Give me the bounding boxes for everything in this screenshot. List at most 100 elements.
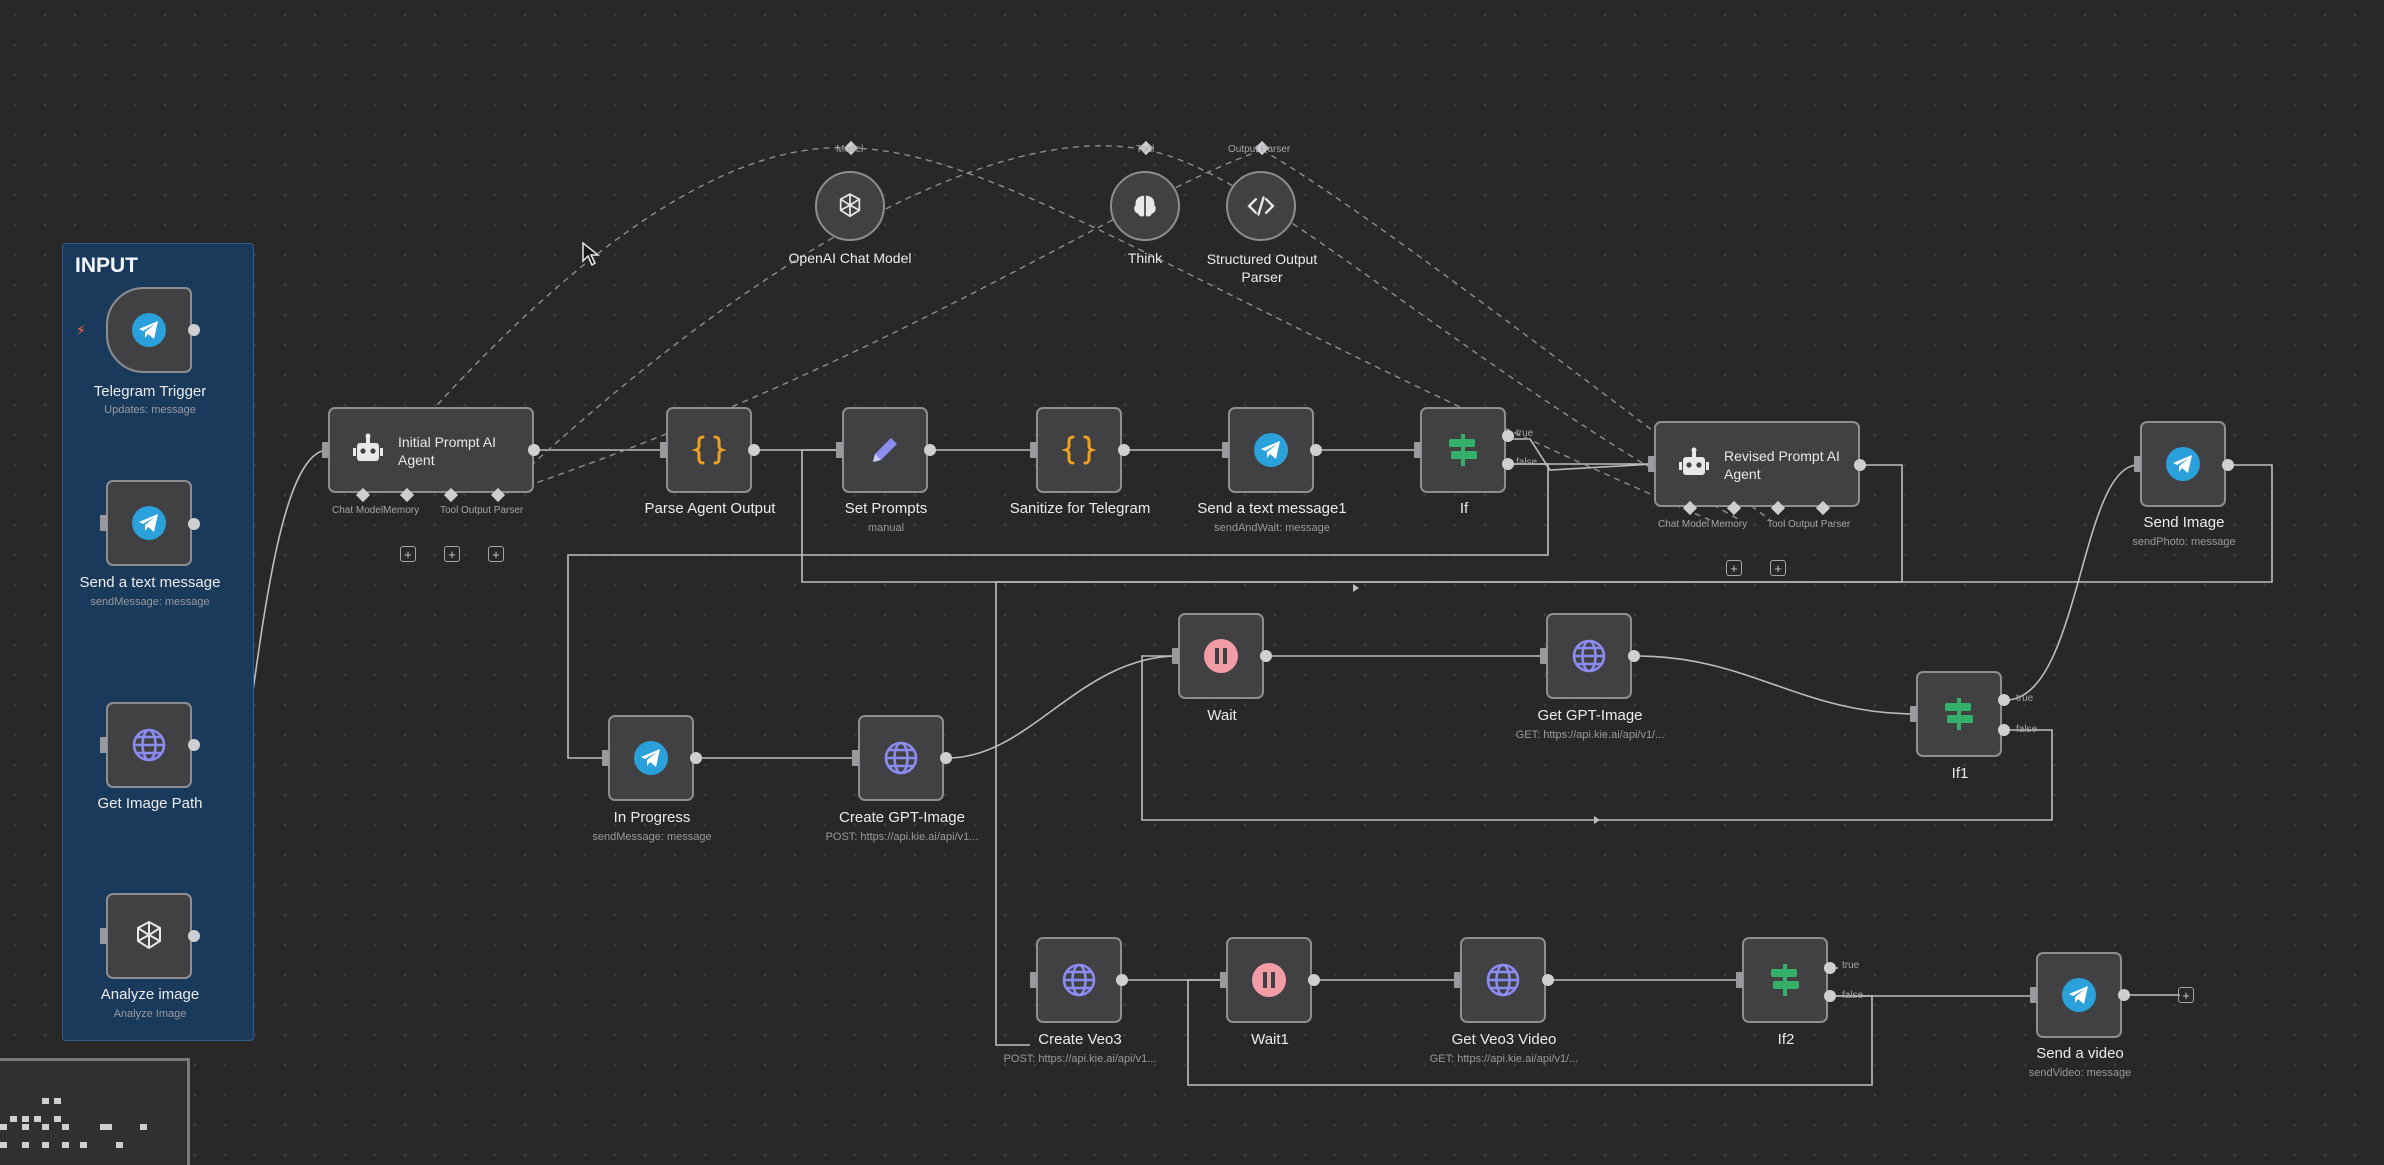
globe-icon — [1059, 960, 1099, 1000]
output-port[interactable] — [188, 739, 200, 751]
true-output-port[interactable] — [1998, 694, 2010, 706]
sanitize-for-telegram-node[interactable] — [1036, 407, 1122, 493]
get-veo3-video-node[interactable] — [1460, 937, 1546, 1023]
false-output-port[interactable] — [1824, 990, 1836, 1002]
false-output-port[interactable] — [1502, 458, 1514, 470]
add-memory-button[interactable]: + — [1770, 560, 1786, 576]
node-label: Sanitize for Telegram — [1009, 500, 1151, 517]
input-port[interactable] — [1220, 972, 1227, 988]
node-label: Structured Output Parser — [1206, 251, 1318, 285]
output-port[interactable] — [1854, 459, 1866, 471]
in-progress-node[interactable] — [608, 715, 694, 801]
input-port[interactable] — [1910, 706, 1917, 722]
output-port[interactable] — [1628, 650, 1640, 662]
output-port[interactable] — [924, 444, 936, 456]
send-image-node[interactable] — [2140, 421, 2226, 507]
input-port[interactable] — [602, 750, 609, 766]
input-port[interactable] — [1736, 972, 1743, 988]
think-node[interactable] — [1110, 171, 1180, 241]
minimap-block — [42, 1142, 49, 1148]
output-port[interactable] — [690, 752, 702, 764]
structured-output-parser-node[interactable] — [1226, 171, 1296, 241]
robot-icon — [348, 430, 388, 470]
minimap-block — [0, 1142, 7, 1148]
output-port[interactable] — [188, 324, 200, 336]
output-port[interactable] — [1308, 974, 1320, 986]
wait-node[interactable] — [1178, 613, 1264, 699]
output-port[interactable] — [1260, 650, 1272, 662]
globe-icon — [1569, 636, 1609, 676]
output-port[interactable] — [1118, 444, 1130, 456]
output-port[interactable] — [528, 444, 540, 456]
pencil-icon — [865, 430, 905, 470]
set-prompts-node[interactable] — [842, 407, 928, 493]
output-port[interactable] — [2118, 989, 2130, 1001]
input-port[interactable] — [100, 515, 107, 531]
add-chat-model-button[interactable]: + — [1726, 560, 1742, 576]
input-port[interactable] — [100, 928, 107, 944]
minimap-panel[interactable] — [0, 1058, 190, 1165]
input-port[interactable] — [1172, 648, 1179, 664]
output-port[interactable] — [940, 752, 952, 764]
true-output-port[interactable] — [1502, 430, 1514, 442]
input-port[interactable] — [1030, 972, 1037, 988]
input-port[interactable] — [1414, 442, 1421, 458]
output-port[interactable] — [748, 444, 760, 456]
send-a-video-node[interactable] — [2036, 952, 2122, 1038]
send-text-message-node[interactable] — [106, 480, 192, 566]
get-gpt-image-node[interactable] — [1546, 613, 1632, 699]
if1-node[interactable] — [1916, 671, 2002, 757]
output-port[interactable] — [188, 518, 200, 530]
minimap-block — [22, 1124, 29, 1130]
add-node-button[interactable]: + — [2178, 987, 2194, 1003]
output-port[interactable] — [2222, 459, 2234, 471]
minimap-block — [42, 1098, 49, 1104]
if2-node[interactable] — [1742, 937, 1828, 1023]
telegram-trigger-node[interactable] — [106, 287, 192, 373]
revised-prompt-agent-node[interactable]: Revised Prompt AI Agent — [1654, 421, 1860, 507]
create-veo3-node[interactable] — [1036, 937, 1122, 1023]
create-gpt-image-node[interactable] — [858, 715, 944, 801]
wait1-node[interactable] — [1226, 937, 1312, 1023]
node-label: Send Image — [2143, 514, 2225, 531]
output-port[interactable] — [1542, 974, 1554, 986]
true-output-port[interactable] — [1824, 962, 1836, 974]
input-port[interactable] — [322, 442, 329, 458]
brain-icon — [1125, 186, 1165, 226]
telegram-icon — [2059, 975, 2099, 1015]
input-port[interactable] — [1030, 442, 1037, 458]
code-braces-icon — [689, 430, 729, 470]
input-port[interactable] — [1540, 648, 1547, 664]
input-port[interactable] — [100, 737, 107, 753]
trigger-bolt-icon: ⚡ — [76, 322, 86, 338]
input-port[interactable] — [2030, 987, 2037, 1003]
get-image-path-node[interactable] — [106, 702, 192, 788]
input-port[interactable] — [1222, 442, 1229, 458]
node-label: Send a video — [2036, 1045, 2124, 1062]
input-port[interactable] — [1648, 456, 1655, 472]
add-memory-button[interactable]: + — [444, 546, 460, 562]
input-port[interactable] — [1454, 972, 1461, 988]
if-node[interactable] — [1420, 407, 1506, 493]
initial-prompt-agent-node[interactable]: Initial Prompt AI Agent — [328, 407, 534, 493]
output-port[interactable] — [188, 930, 200, 942]
input-port[interactable] — [852, 750, 859, 766]
openai-chat-model-node[interactable] — [815, 171, 885, 241]
add-chat-model-button[interactable]: + — [400, 546, 416, 562]
send-text-message1-node[interactable] — [1228, 407, 1314, 493]
input-port[interactable] — [660, 442, 667, 458]
add-tool-button[interactable]: + — [488, 546, 504, 562]
input-port[interactable] — [836, 442, 843, 458]
input-port[interactable] — [2134, 456, 2141, 472]
analyze-image-node[interactable] — [106, 893, 192, 979]
output-port[interactable] — [1310, 444, 1322, 456]
node-subtitle: manual — [867, 522, 905, 534]
false-output-port[interactable] — [1998, 724, 2010, 736]
output-port[interactable] — [1116, 974, 1128, 986]
signpost-icon — [1443, 430, 1483, 470]
parse-agent-output-node[interactable] — [666, 407, 752, 493]
true-label: true — [1516, 428, 1534, 439]
node-subtitle: Updates: message — [104, 404, 196, 416]
globe-icon — [881, 738, 921, 778]
